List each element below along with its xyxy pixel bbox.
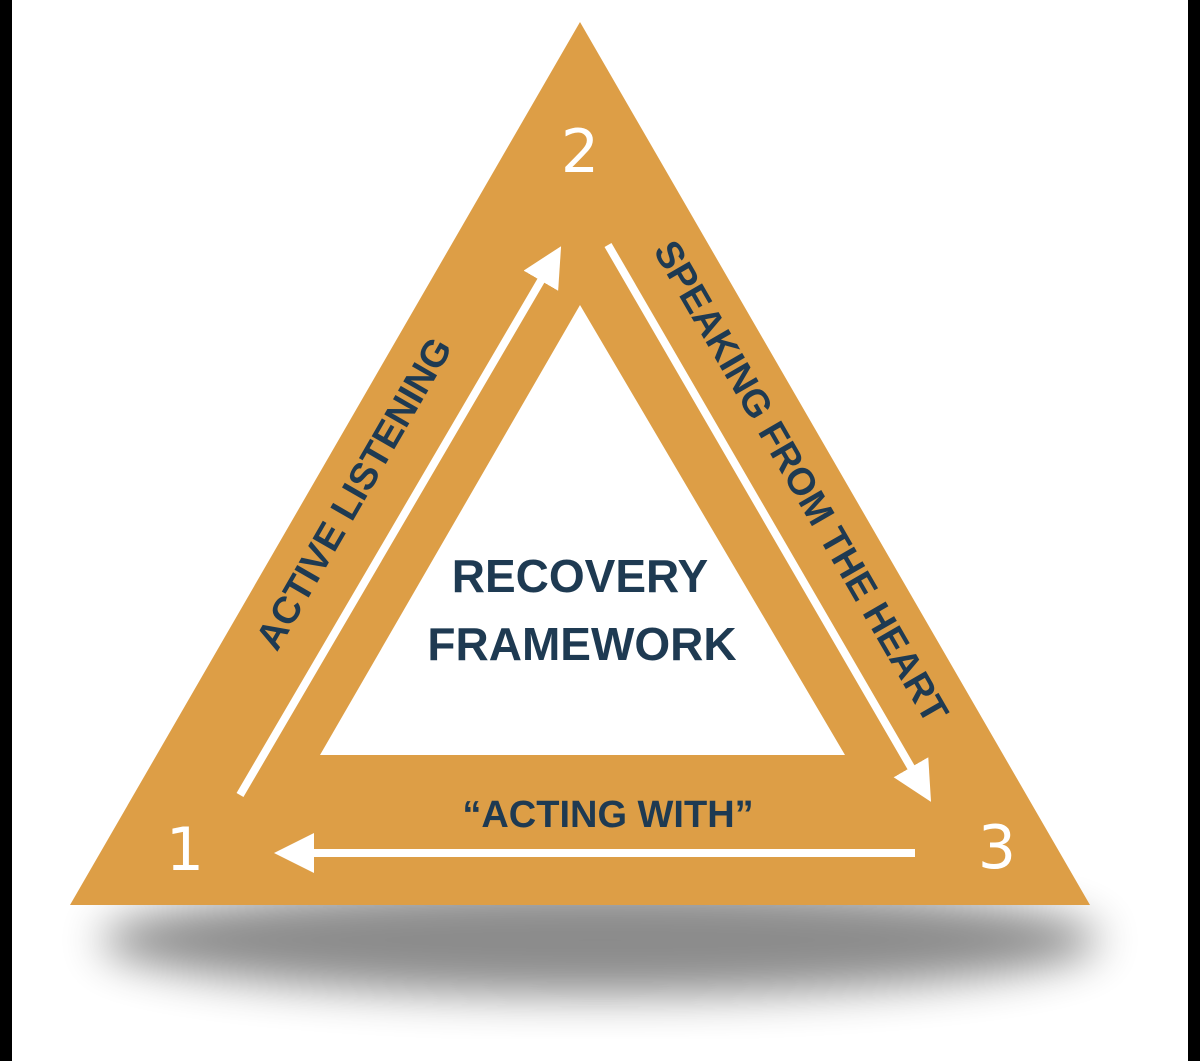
step-number-1: 1 — [166, 815, 204, 885]
step-number-2: 2 — [561, 117, 599, 187]
center-title-line2: FRAMEWORK — [427, 618, 736, 670]
inner-triangle — [320, 305, 845, 755]
arrow-2-to-3 — [604, 242, 932, 802]
edge-label-acting-with: “ACTING WITH” — [462, 794, 753, 836]
arrow-1-to-2 — [236, 246, 562, 798]
step-number-3: 3 — [978, 813, 1016, 883]
triangle-shadow — [100, 885, 1100, 995]
center-title-line1: RECOVERY — [452, 550, 708, 602]
